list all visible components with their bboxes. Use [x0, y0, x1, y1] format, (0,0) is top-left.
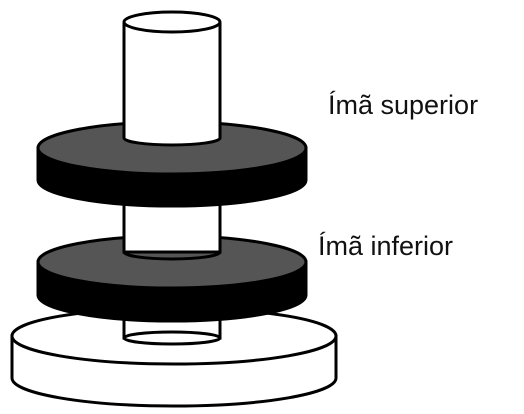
- rod-top-segment: [122, 10, 222, 147]
- lower-magnet: [36, 234, 308, 323]
- upper-magnet: [36, 120, 308, 208]
- upper-magnet-label: Ímã superior: [328, 90, 479, 120]
- lower-magnet-label: Ímã inferior: [318, 231, 454, 261]
